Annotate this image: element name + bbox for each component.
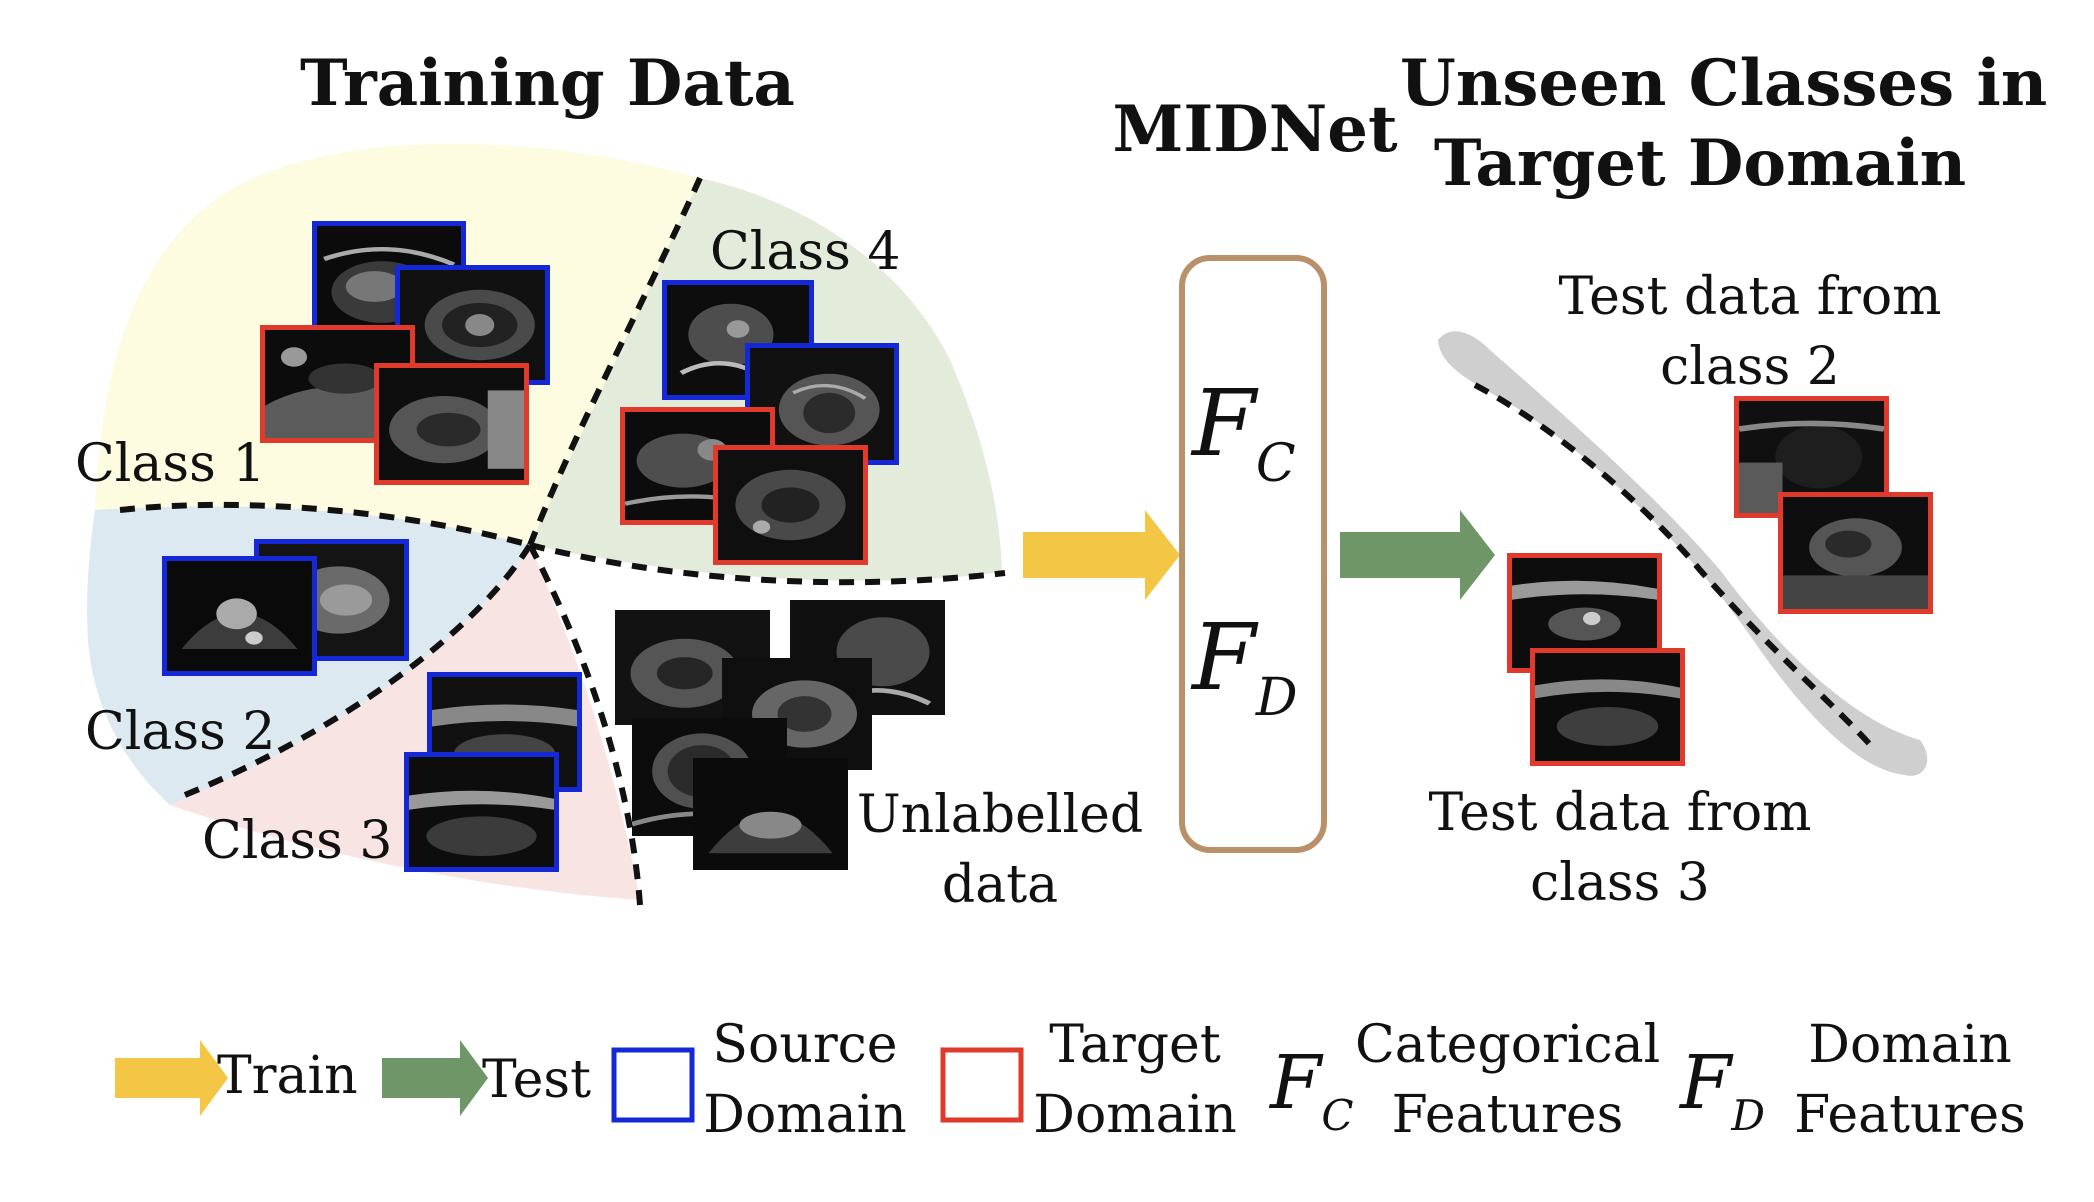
class4-target-image-b [713,445,868,565]
unseen-title-line1: Unseen Classes in [1400,46,2048,121]
decision-boundary-band [1438,331,1928,776]
boundary-class1-class2 [119,501,531,548]
unlabelled-caption-line1: Unlabelled [856,785,1144,845]
class1-source-image-b [395,265,550,385]
fc-symbol: FC [1192,378,1296,491]
unlabelled-image-e [693,758,848,870]
legend-fc-subscript: C [1321,1091,1354,1140]
legend-categorical-line1: Categorical [1355,1015,1661,1075]
boundary-class4-bottom [529,542,1006,586]
test-class2-caption-line2: class 2 [1660,337,1840,397]
fc-letter: F [1192,370,1256,477]
class1-target-image-b [374,363,529,485]
legend-fd-letter: F [1680,1040,1732,1126]
legend-fd-subscript: D [1731,1091,1766,1140]
fd-subscript: D [1255,668,1298,728]
legend-test-arrow [382,1040,488,1116]
legend-train-arrow [115,1040,228,1116]
legend-fc-symbol: FC [1270,1046,1354,1137]
test-class2-image-b [1778,492,1933,614]
class4-label: Class 4 [710,222,901,282]
test-class3-image-b [1530,648,1685,766]
legend-domain-line1: Domain [1808,1015,2012,1075]
train-arrow-main [1023,510,1180,600]
midnet-title: MIDNet [1112,92,1398,167]
midnet-box [1179,255,1327,853]
legend-train-label: Train [217,1046,358,1106]
boundary-class2-class3 [183,543,533,798]
test-arrow-main [1340,510,1495,600]
fd-letter: F [1192,604,1256,711]
test-class3-caption-line1: Test data from [1428,783,1812,843]
class3-label: Class 3 [202,811,393,871]
fd-symbol: FD [1192,612,1298,725]
class2-source-image-b [162,556,317,676]
class4-source-image-b [745,343,899,465]
unlabelled-caption-line2: data [941,855,1059,915]
boundary-class3-unlabelled [527,543,643,906]
fc-subscript: C [1255,434,1296,494]
test-class2-caption-line1: Test data from [1558,267,1942,327]
decision-boundary-dashed [1473,382,1878,753]
legend-source-line1: Source [712,1015,898,1075]
legend-test-label: Test [482,1050,592,1110]
boundary-class1-class4 [527,176,703,547]
legend-source-line2: Domain [703,1085,907,1145]
legend-target-line1: Target [1049,1015,1221,1075]
test-class3-caption-line2: class 3 [1530,853,1710,913]
legend-categorical-line2: Features [1391,1085,1624,1145]
unseen-title-line2: Target Domain [1433,126,1967,201]
class3-source-image-b [404,752,559,872]
class1-label: Class 1 [75,434,266,494]
legend-target-line2: Domain [1033,1085,1237,1145]
training-data-title: Training Data [300,46,795,121]
legend-target-swatch [940,1047,1024,1123]
class2-label: Class 2 [85,702,276,762]
legend-fd-symbol: FD [1680,1046,1765,1137]
legend-domain-line2: Features [1794,1085,2026,1145]
legend-fc-letter: F [1270,1040,1322,1126]
legend-source-swatch [611,1047,695,1123]
